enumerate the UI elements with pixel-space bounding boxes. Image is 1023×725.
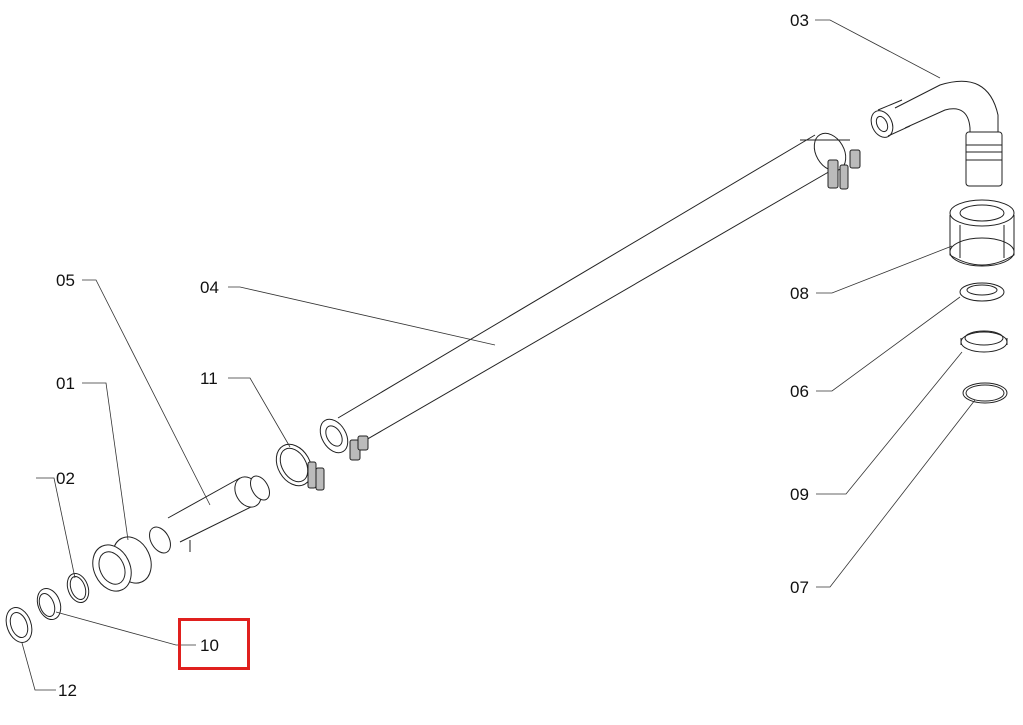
leader-lines: [21, 19, 976, 691]
part-10-washer: [36, 588, 62, 620]
part-08-nut: [949, 199, 1015, 267]
part-06-ring: [959, 282, 1005, 302]
callout-02: 02: [56, 469, 75, 488]
callout-05: 05: [56, 271, 75, 290]
callout-10: 10: [200, 636, 219, 655]
highlight-box-callout-10[interactable]: [178, 618, 250, 670]
callout-06: 06: [790, 382, 809, 401]
part-02-ring: [66, 572, 90, 604]
part-12-ring: [5, 607, 33, 643]
part-05-pipe: [149, 475, 270, 554]
part-01-nut: [92, 536, 152, 592]
part-09-washer: [960, 330, 1008, 353]
part-03-elbow: [870, 80, 1003, 187]
callout-01: 01: [56, 374, 75, 393]
callout-08: 08: [790, 284, 809, 303]
callout-11: 11: [200, 369, 218, 388]
callout-12: 12: [58, 681, 77, 700]
callout-04: 04: [200, 278, 219, 297]
callout-07: 07: [790, 578, 809, 597]
callout-03: 03: [790, 11, 809, 30]
part-07-seal: [962, 382, 1008, 404]
part-11-clamp: [275, 443, 325, 491]
part-04-tube: [319, 132, 861, 461]
callout-09: 09: [790, 485, 809, 504]
